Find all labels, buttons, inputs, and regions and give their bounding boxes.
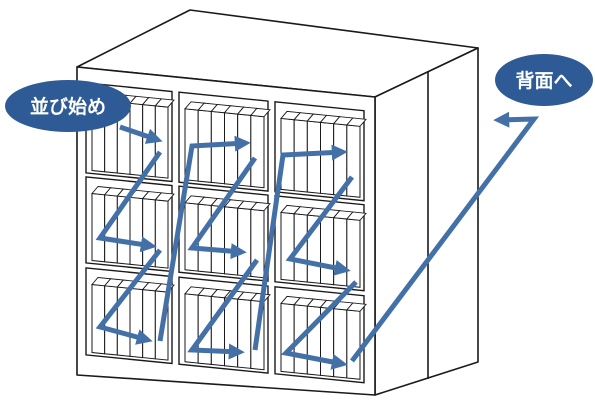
book-top — [345, 211, 367, 221]
reading-order-arrow — [187, 156, 258, 260]
shelf-cell — [85, 267, 175, 365]
book — [346, 218, 361, 288]
shelf-cell — [274, 286, 367, 384]
to-back-callout-bubble — [495, 54, 593, 106]
book — [224, 112, 239, 186]
book — [280, 302, 295, 374]
reading-order-arrow — [95, 150, 163, 253]
reading-order-arrow — [285, 175, 354, 276]
reading-order-arrow — [119, 124, 163, 144]
book — [129, 196, 144, 267]
book-top — [154, 192, 175, 202]
book — [237, 298, 252, 369]
book — [333, 217, 348, 287]
book-top — [249, 107, 271, 118]
book-top — [249, 201, 271, 212]
book — [154, 199, 169, 269]
book — [346, 124, 361, 198]
book — [129, 287, 144, 359]
book — [184, 293, 199, 364]
start-callout: 並び始め — [5, 80, 131, 132]
book — [237, 207, 252, 277]
book — [333, 308, 348, 379]
book-top — [345, 302, 367, 312]
book — [320, 215, 335, 286]
book — [142, 289, 156, 360]
book — [280, 211, 295, 282]
book — [250, 114, 265, 189]
to-back-callout: 背面へ — [495, 54, 593, 106]
book — [129, 102, 144, 177]
book — [210, 110, 225, 185]
reading-order-arrow — [350, 111, 540, 363]
start-callout-bubble — [5, 80, 131, 132]
reading-order-arrow — [252, 144, 348, 351]
book — [91, 283, 106, 355]
book-top — [345, 117, 367, 127]
book — [91, 192, 106, 263]
book — [184, 202, 199, 272]
reading-order-arrow — [187, 258, 260, 360]
cabinet-side — [374, 47, 479, 396]
book-top — [154, 98, 175, 108]
shelf-cell — [178, 91, 271, 192]
book — [224, 297, 239, 368]
book — [306, 120, 321, 194]
reading-order-arrow — [95, 248, 162, 345]
book — [224, 206, 239, 276]
book — [346, 309, 361, 380]
reading-order-arrow — [157, 135, 251, 342]
start-callout-label: 並び始め — [30, 95, 106, 118]
book — [306, 305, 321, 376]
book — [320, 121, 335, 196]
reading-order-arrow — [280, 280, 358, 370]
to-back-callout-label: 背面へ — [515, 69, 572, 92]
shelf-cell — [274, 195, 367, 292]
reading-order-arrows — [95, 111, 540, 370]
